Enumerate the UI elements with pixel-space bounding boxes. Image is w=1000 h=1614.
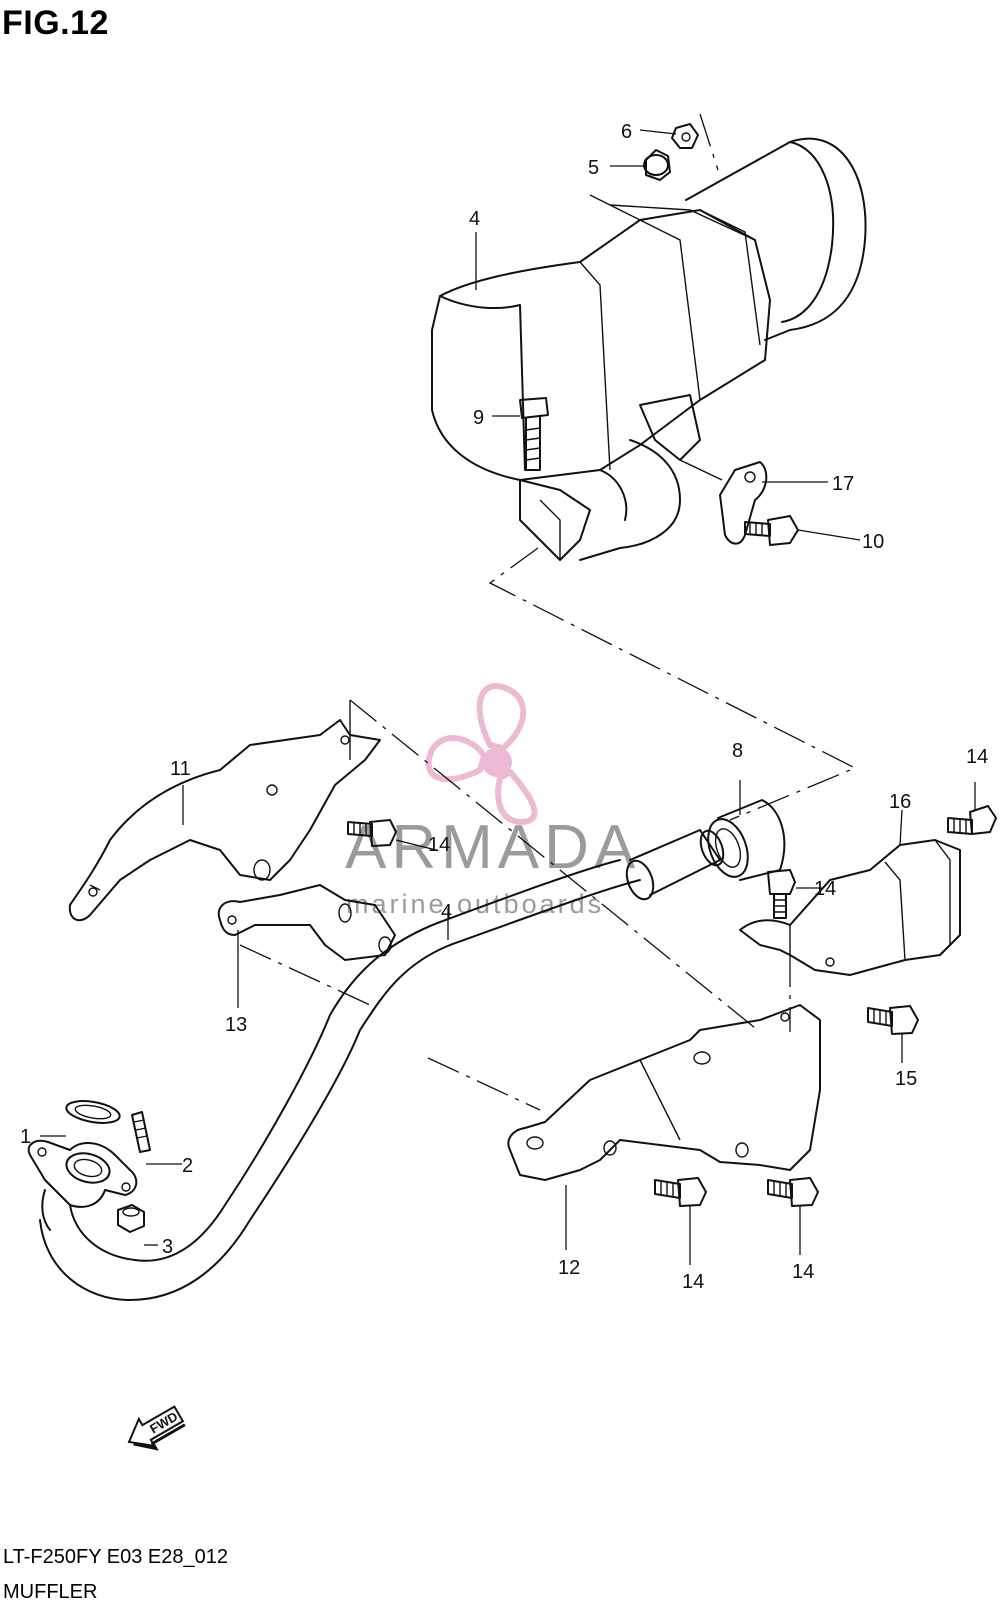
callout-14-lower-right: 14 — [792, 1261, 814, 1283]
flange-nut — [117, 1204, 145, 1233]
grommet — [643, 149, 671, 181]
assembly-reference-lines — [239, 113, 857, 1111]
callout-8: 8 — [732, 740, 743, 762]
lower-protector — [507, 1004, 821, 1181]
bolt-lower-right — [767, 1177, 819, 1207]
callout-9: 9 — [473, 407, 484, 429]
callout-16: 16 — [889, 791, 911, 813]
callout-14-outlet-protector: 14 — [814, 878, 836, 900]
watermark-propeller-icon — [425, 683, 538, 826]
gasket — [65, 1100, 121, 1124]
callout-14-far-right: 14 — [966, 746, 988, 768]
connector-pipe — [707, 799, 786, 881]
watermark-name: ARMADA — [345, 813, 640, 882]
callout-7: 6 — [621, 121, 632, 143]
callout-1: 1 — [20, 1126, 31, 1148]
muffler-bolt — [519, 397, 549, 471]
callout-6: 5 — [588, 157, 599, 179]
callout-17: 17 — [832, 473, 854, 495]
model-code: LT-F250FY E03 E28_012 — [3, 1546, 228, 1568]
upper-protector — [68, 719, 381, 922]
fwd-arrow-icon: FWD — [127, 1405, 186, 1451]
callout-10: 10 — [862, 531, 884, 553]
leader-lines — [40, 129, 976, 1265]
outlet-protector — [739, 839, 961, 976]
bolt-outlet-protector — [767, 869, 796, 919]
nut — [671, 123, 699, 149]
stud-bolt — [131, 1111, 151, 1153]
pipe-bracket — [217, 884, 396, 961]
callout-12: 12 — [558, 1257, 580, 1279]
callout-13: 13 — [225, 1014, 247, 1036]
bolt-part-15 — [867, 1005, 919, 1035]
muffler-body — [431, 137, 867, 481]
exhaust-flange — [27, 1139, 138, 1231]
figure-title: FIG.12 — [2, 4, 109, 42]
bolt-far-right — [947, 805, 997, 835]
callout-11: 11 — [170, 758, 191, 780]
callout-5: 4 — [469, 208, 480, 230]
bracket-bolt — [744, 515, 799, 546]
muffler-outlet-pipe — [519, 439, 681, 561]
bolt-lower-left — [654, 1177, 707, 1207]
callout-15: 15 — [895, 1068, 917, 1090]
bolt-upper-protector — [347, 819, 397, 847]
callout-14-lower-left: 14 — [682, 1271, 704, 1293]
callout-14-upper-protector: 14 — [428, 834, 450, 856]
exhaust-pipe — [39, 829, 725, 1301]
watermark-tagline: marine outboards — [346, 889, 604, 919]
callout-3: 3 — [162, 1236, 173, 1258]
callout-4: 4 — [441, 901, 452, 923]
section-name: MUFFLER — [3, 1581, 98, 1603]
callout-2: 2 — [182, 1155, 193, 1177]
